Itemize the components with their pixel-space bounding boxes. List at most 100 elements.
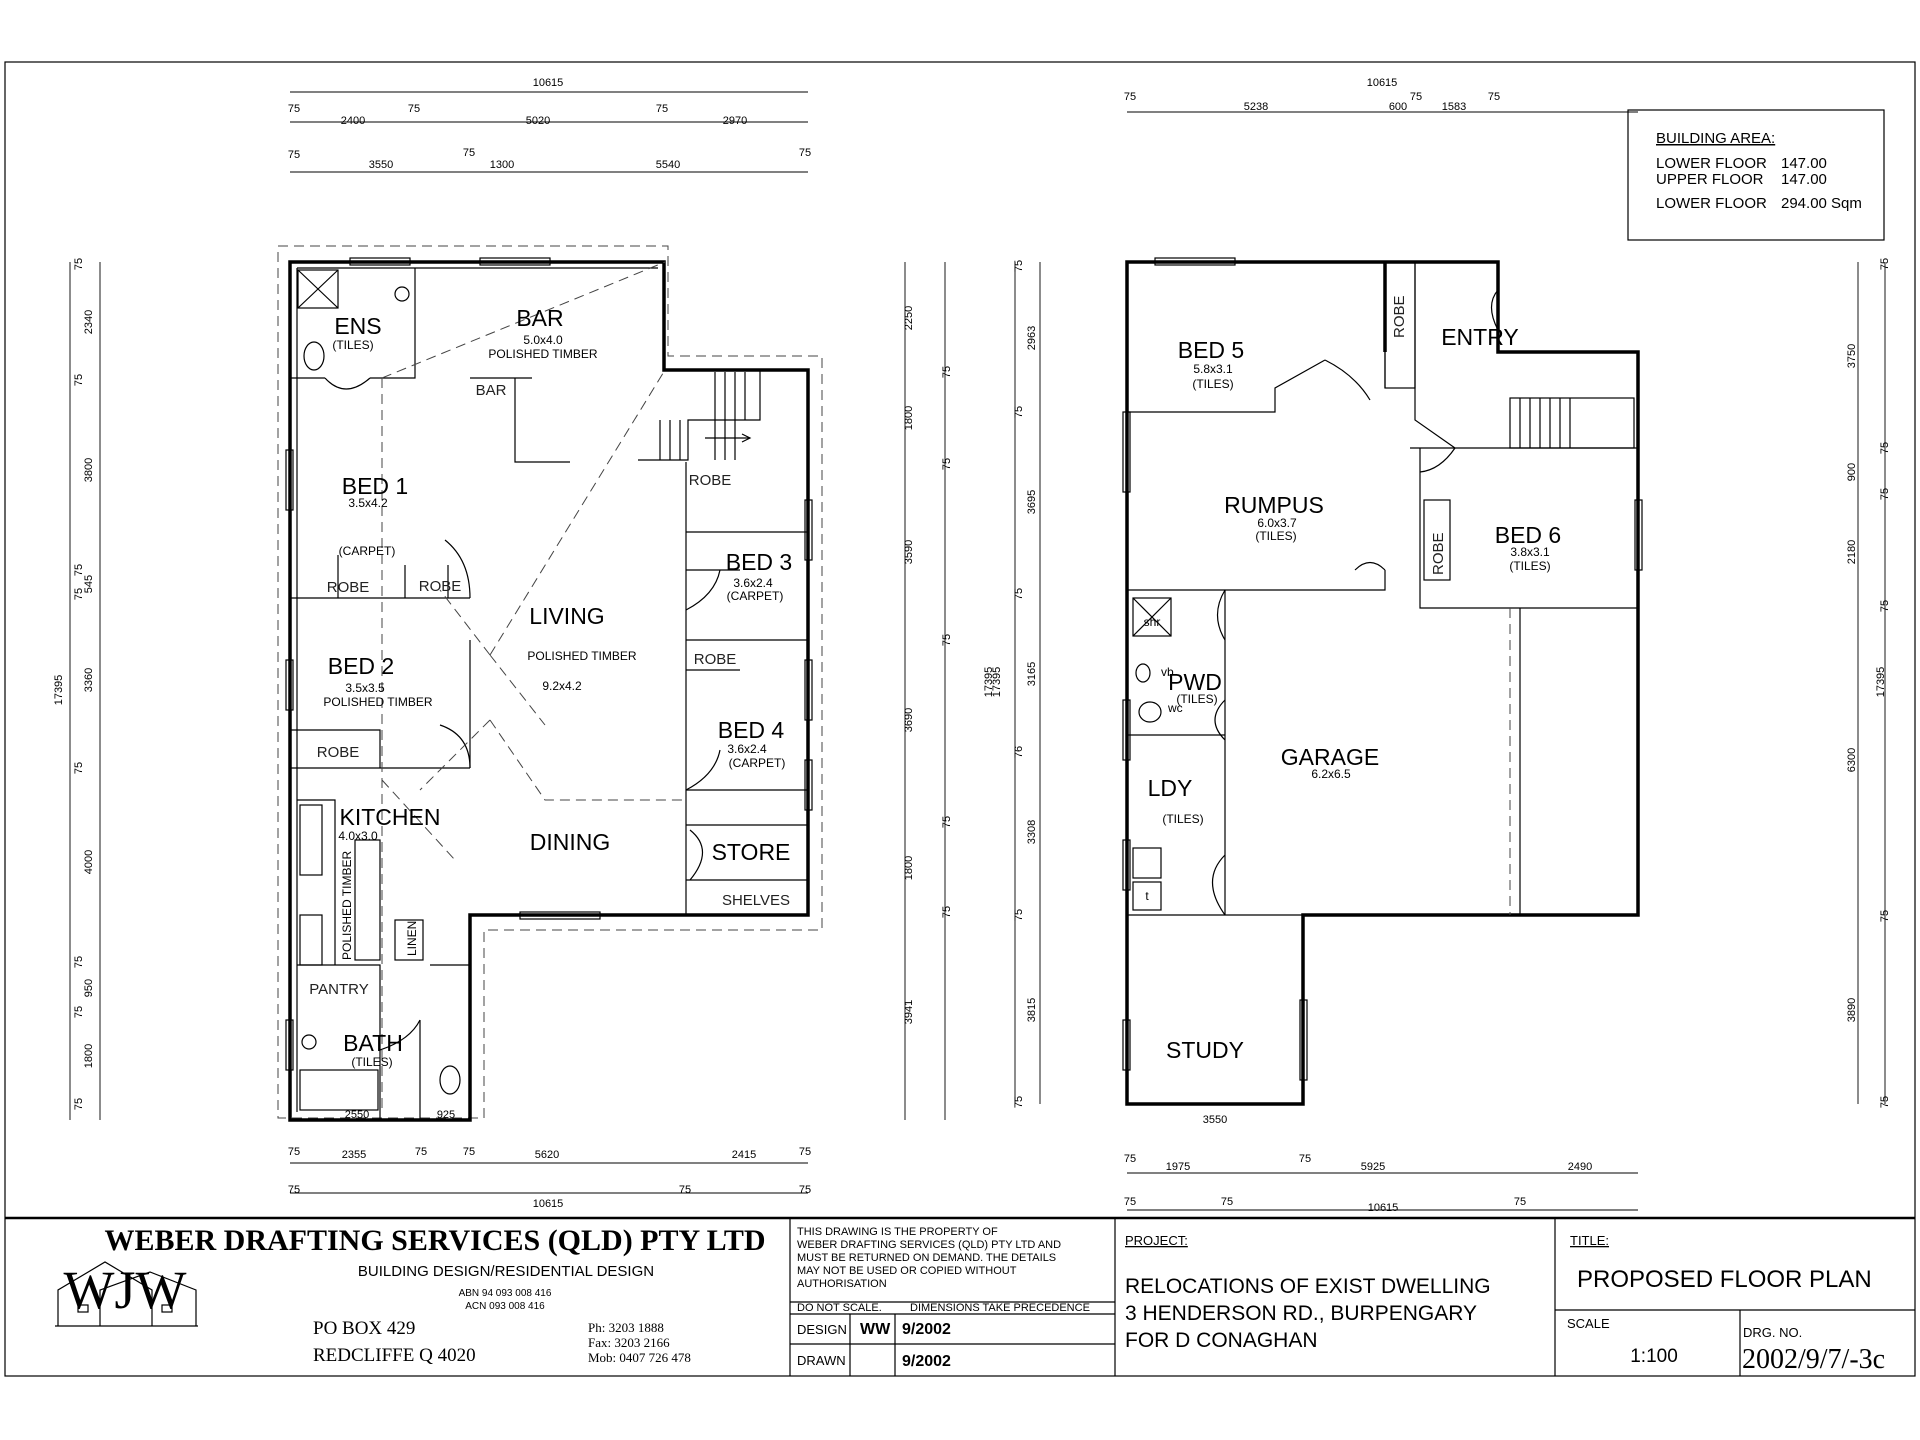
dim-text: 3550 (369, 159, 393, 171)
dim-text: 1800 (903, 856, 915, 880)
scale-value: 1:100 (1630, 1346, 1678, 1367)
store-room-name: STORE (712, 839, 791, 865)
shelves-label: SHELVES (722, 892, 790, 909)
dim-text: 3308 (1026, 820, 1038, 844)
dim-text: 75 (799, 1146, 811, 1158)
dim-text: 75 (73, 956, 85, 968)
dim-text: 75 (73, 1098, 85, 1110)
dim-text: 925 (437, 1109, 455, 1121)
pantry-label: PANTRY (309, 981, 368, 998)
city-postcode: REDCLIFFE Q 4020 (313, 1345, 476, 1366)
dim-text: 75 (941, 458, 953, 470)
dim-text: 5620 (535, 1149, 559, 1161)
company-name: WEBER DRAFTING SERVICES (QLD) PTY LTD (104, 1224, 765, 1257)
dim-text: 4000 (83, 850, 95, 874)
dim-text: 75 (288, 1146, 300, 1158)
dim-text: 75 (463, 1146, 475, 1158)
dim-text: 75 (1879, 910, 1891, 922)
dim-text: 75 (1879, 1096, 1891, 1108)
dim-text: 75 (1013, 588, 1025, 600)
bed3-room-name: BED 3 (726, 549, 792, 575)
dim-text: 950 (83, 979, 95, 997)
dim-text: 545 (83, 575, 95, 593)
ldy-room-name: LDY (1148, 775, 1193, 801)
building-area-title: BUILDING AREA: (1656, 130, 1775, 147)
notice-line: AUTHORISATION (797, 1278, 887, 1290)
dim-text: 75 (799, 147, 811, 159)
dim-text: 5020 (526, 115, 550, 127)
drawing-number-label: DRG. NO. (1743, 1325, 1802, 1340)
dim-overall-right: 17395 (1875, 667, 1887, 698)
dim-text: 1975 (1166, 1161, 1190, 1173)
kitchen-room-name: KITCHEN (340, 804, 441, 830)
pwd-room-name: PWD (1168, 669, 1222, 695)
dim-text: 75 (1879, 600, 1891, 612)
dim-text: 75 (1013, 406, 1025, 418)
dim-text: 3815 (1026, 998, 1038, 1022)
scale-label: SCALE (1567, 1316, 1610, 1331)
dim-text: 75 (73, 374, 85, 386)
design-label: DESIGN (797, 1322, 847, 1337)
dim-text: 600 (1389, 101, 1407, 113)
dim-text: 75 (1124, 91, 1136, 103)
bed2-room-finish: POLISHED TIMBER (323, 695, 432, 709)
bar-room-finish: POLISHED TIMBER (488, 347, 597, 361)
dim-text: 75 (1221, 1196, 1233, 1208)
bed6-room-finish: (TILES) (1509, 559, 1550, 573)
bed5-room-name: BED 5 (1178, 337, 1244, 363)
kitchen-room-size: 4.0x3.0 (338, 829, 378, 843)
dim-overall-top: 10615 (1367, 77, 1398, 89)
dim-overall-left: 17395 (991, 667, 1003, 698)
dim-text: 75 (1013, 260, 1025, 272)
robe-label: ROBE (1391, 295, 1408, 338)
robe-label: ROBE (419, 578, 462, 595)
dim-text: 1300 (490, 159, 514, 171)
dining-room-name: DINING (530, 829, 611, 855)
tub-label: t (1145, 889, 1149, 903)
phone: Ph: 3203 1888 (588, 1320, 664, 1335)
drawing-number: 2002/9/7/-3c (1742, 1344, 1885, 1375)
dim-text: 75 (1013, 909, 1025, 921)
linen-label: LINEN (405, 921, 419, 956)
dim-text: 75 (1879, 258, 1891, 270)
bed4-room-name: BED 4 (718, 717, 785, 743)
dim-text: 75 (288, 149, 300, 161)
dim-text: 2550 (345, 1109, 369, 1121)
bed4-room-size: 3.6x2.4 (727, 742, 767, 756)
design-initials: WW (860, 1321, 891, 1338)
bed1-room-name: BED 1 (342, 473, 408, 499)
robe-label: ROBE (327, 579, 370, 596)
dim-text: 75 (1488, 91, 1500, 103)
dim-text: 2400 (341, 115, 365, 127)
company-abn: ABN 94 093 008 416 (459, 1288, 552, 1299)
dim-text: 2970 (723, 115, 747, 127)
title-label: TITLE: (1570, 1233, 1609, 1248)
dim-overall-right: 17395 (983, 667, 995, 698)
dim-text: 3941 (903, 1000, 915, 1024)
dim-text: 3890 (1846, 998, 1858, 1022)
dim-text: 76 (1013, 746, 1025, 758)
dim-text: 5540 (656, 159, 680, 171)
dim-text: 5925 (1361, 1161, 1385, 1173)
bar-room-size: 5.0x4.0 (523, 333, 563, 347)
dim-text: 75 (679, 1184, 691, 1196)
bed2-room-name: BED 2 (328, 653, 394, 679)
dim-text: 3695 (1026, 490, 1038, 514)
bath-room-finish: (TILES) (351, 1055, 392, 1069)
bar-counter-label: BAR (476, 382, 507, 399)
dim-text: 1583 (1442, 101, 1466, 113)
dim-text: 3750 (1846, 344, 1858, 368)
area-row-value: 147.00 (1781, 155, 1827, 172)
area-row-label: LOWER FLOOR (1656, 155, 1767, 172)
dim-text: 75 (941, 634, 953, 646)
bed1-room-size: 3.5x4.2 (348, 496, 388, 510)
dim-text: 5238 (1244, 101, 1268, 113)
dim-text: 2250 (903, 306, 915, 330)
bed3-room-size: 3.6x2.4 (733, 576, 773, 590)
dim-text: 1800 (83, 1044, 95, 1068)
dim-text: 3690 (903, 708, 915, 732)
dim-text: 3800 (83, 458, 95, 482)
garage-room-name: GARAGE (1281, 744, 1379, 770)
notice-line: MAY NOT BE USED OR COPIED WITHOUT (797, 1265, 1017, 1277)
area-row-label: LOWER FLOOR (1656, 195, 1767, 212)
